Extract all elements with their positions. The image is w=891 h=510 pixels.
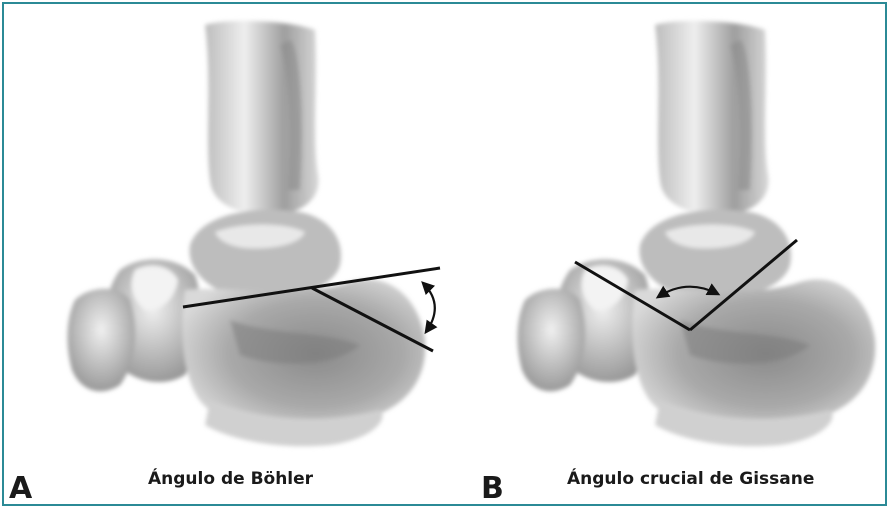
panel-b-letter: B (481, 474, 504, 504)
panel-a-foot (67, 21, 425, 446)
double-arrow-icon (423, 283, 435, 332)
panel-a-caption: Ángulo de Böhler (148, 471, 313, 488)
panel-b-foot (517, 21, 875, 446)
panel-a-letter: A (9, 474, 32, 504)
panel-b-caption: Ángulo crucial de Gissane (567, 471, 814, 488)
